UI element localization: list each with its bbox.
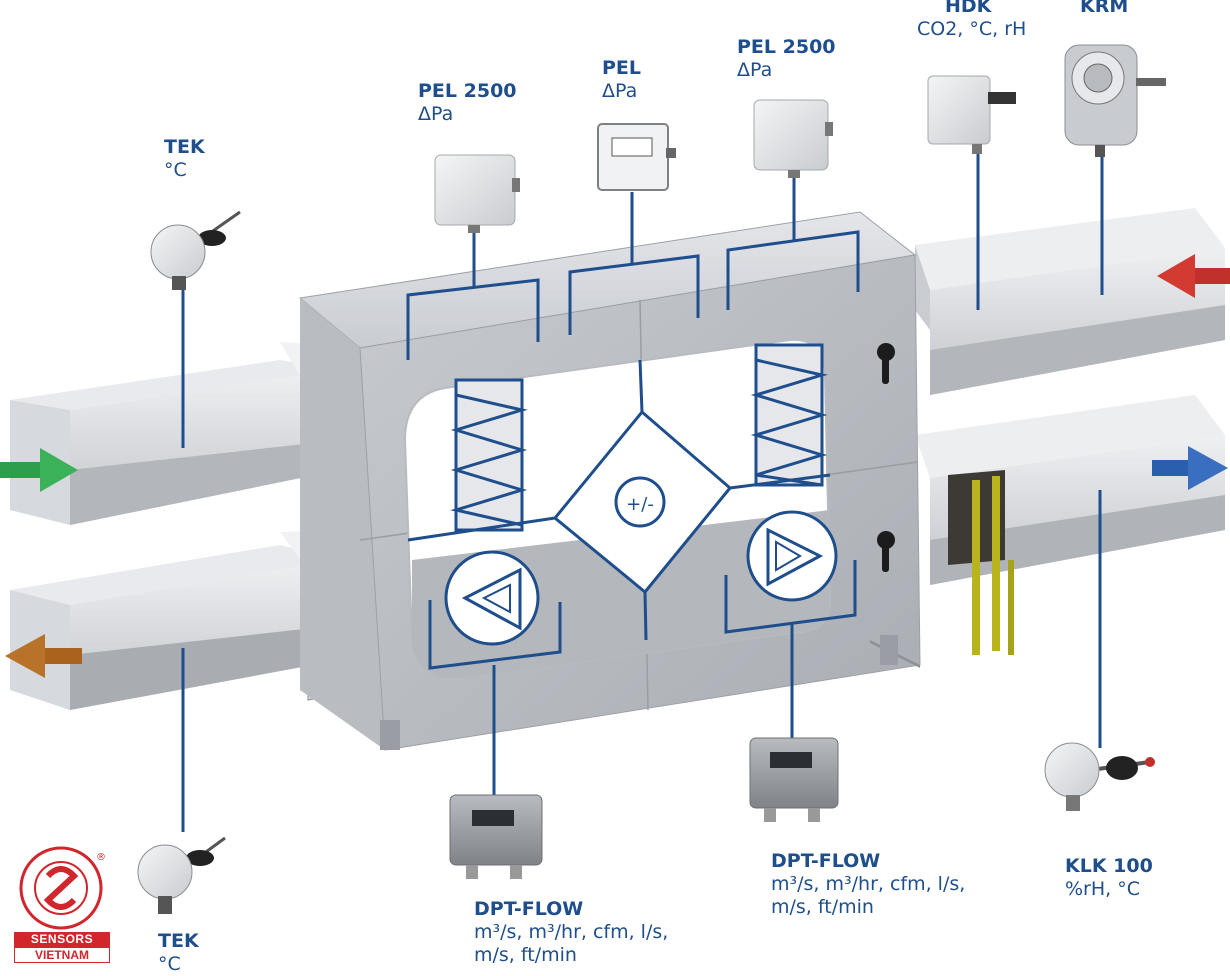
door-handle-upper [877,343,895,384]
label-subtitle: °C [158,953,181,976]
label-pel: PEL ΔPa [602,57,641,103]
label-tek-top: TEK °C [164,136,205,182]
label-subtitle: ΔPa [602,80,638,103]
label-subtitle-2: m/s, ft/min [474,944,577,967]
tek-sensor-bottom [137,836,226,914]
label-dpt-flow-left: DPT-FLOW m³/s, m³/hr, cfm, l/s, m/s, ft/… [474,898,668,968]
label-subtitle: ΔPa [418,103,454,126]
label-hdk: HDK CO2, °C, rH [917,0,1026,41]
label-subtitle-2: m/s, ft/min [771,896,874,919]
arrow-fresh-air-green [0,448,78,492]
label-subtitle-1: m³/s, m³/hr, cfm, l/s, [771,873,966,896]
label-title: HDK [945,0,992,17]
label-subtitle: ΔPa [737,59,773,82]
label-title: TEK [158,930,199,952]
label-subtitle: CO2, °C, rH [917,18,1027,41]
hdk-device [927,75,1016,154]
label-klk100: KLK 100 %rH, °C [1065,855,1153,901]
label-pel2500-right: PEL 2500 ΔPa [737,36,836,82]
dpt-flow-right-device [749,737,839,822]
sensor-wiring [181,148,1104,832]
dpt-flow-left-device [449,794,543,879]
krm-device [1064,44,1166,157]
heat-exchanger [407,359,831,641]
label-title: PEL 2500 [418,80,517,102]
label-title: DPT-FLOW [771,850,881,872]
label-dpt-flow-right: DPT-FLOW m³/s, m³/hr, cfm, l/s, m/s, ft/… [771,850,965,920]
label-subtitle-1: m³/s, m³/hr, cfm, l/s, [474,921,669,944]
label-title: PEL [602,57,642,79]
tek-sensor-top [150,210,241,290]
filter-right [750,343,828,487]
fan-right [746,510,838,602]
logo-line-1: SENSORS [14,932,110,947]
label-title: KRM [1080,0,1129,17]
heating-coil [948,470,1014,655]
label-title: PEL 2500 [737,36,836,58]
label-tek-bottom: TEK °C [158,930,199,976]
arrow-supply-blue [1152,446,1228,490]
label-krm: KRM [1080,0,1128,18]
filter-left [450,378,528,532]
label-title: DPT-FLOW [474,898,584,920]
door-handle-lower [877,531,895,572]
logo-line-2: VIETNAM [14,947,110,963]
klk100-device [1044,742,1155,811]
sensors-vietnam-logo: SENSORS VIETNAM [14,930,110,963]
fan-left [444,550,540,646]
arrow-exhaust-brown [5,634,82,678]
pel2500-left-device [434,154,520,233]
pel2500-right-device [753,99,833,178]
heat-exchanger-symbol: +/- [626,494,654,515]
pel-device [597,123,676,191]
label-title: KLK 100 [1065,855,1153,877]
label-subtitle: %rH, °C [1065,878,1140,901]
label-pel2500-left: PEL 2500 ΔPa [418,80,517,126]
arrow-return-red [1157,254,1230,298]
registered-mark: ® [96,852,106,863]
right-upper-duct [915,208,1225,395]
label-subtitle: °C [164,159,187,182]
label-title: TEK [164,136,205,158]
sensors-vietnam-logo-mark [19,846,103,930]
